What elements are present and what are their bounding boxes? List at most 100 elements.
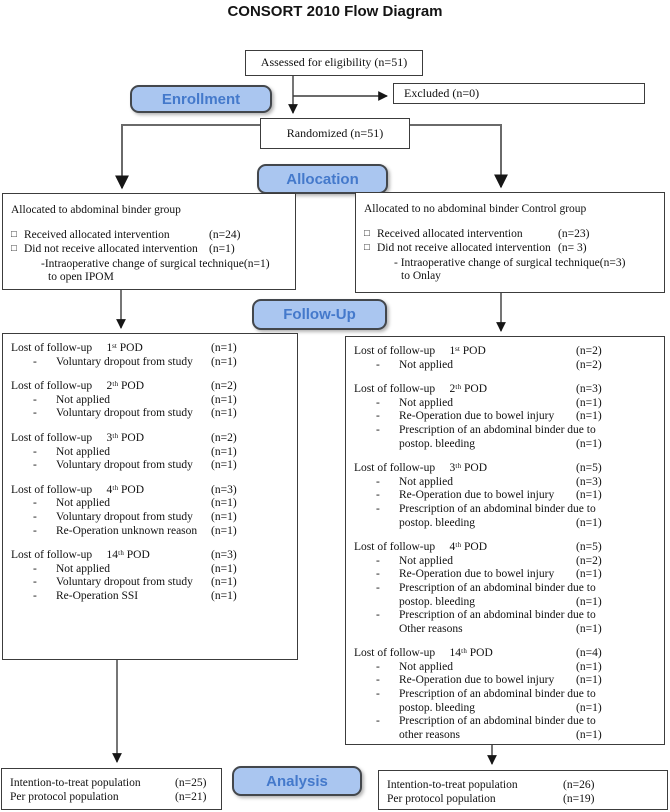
stage-label-followup: Follow-Up [252,299,387,330]
row-text: Not applied [399,358,453,371]
row-count: (n=1) [576,516,602,529]
row-count: (n=1) [211,355,237,368]
allocation-control-group-box: Allocated to no abdominal binder Control… [355,192,665,293]
text-row: -Prescription of an abdominal binder due… [354,582,656,596]
row-text: Received allocated intervention [377,227,523,240]
row-text: Lost of follow-up 1ˢᵗ POD [354,345,486,357]
followup-binder-group-box: Lost of follow-up 1ˢᵗ POD(n=1)-Voluntary… [2,333,298,660]
row-count: (n=1) [211,576,237,589]
text-row: Lost of follow-up 1ˢᵗ POD(n=1) [11,342,289,356]
text-row: - Intraoperative change of surgical tech… [364,257,656,271]
analysis-binder-group-box: Intention-to-treat population(n=25)Per p… [1,768,222,810]
assessed-eligibility-box: Assessed for eligibility (n=51) [245,50,423,76]
row-text: Did not receive allocated intervention [377,242,551,255]
text-row: □Received allocated intervention(n=24) [11,229,287,244]
text-row: Lost of follow-up 3ᵗʰ POD(n=5) [354,462,656,476]
text-row: -Voluntary dropout from study(n=1) [11,511,289,525]
row-text: Re-Operation SSI [56,589,139,602]
dash-bullet: - [376,410,380,423]
row-text: Not applied [56,445,110,458]
dash-bullet: - [376,581,380,594]
dash-bullet: - [376,715,380,728]
text-row: postop. bleeding(n=1) [354,438,656,452]
text-row: -Not applied(n=3) [354,476,656,490]
row-count: (n=1) [211,342,237,354]
text-row: -Intraoperative change of surgical techn… [11,258,287,272]
text-row: - Not applied (n=2) [354,359,656,373]
row-text: Not applied [56,497,110,510]
row-text: Not applied [399,554,453,567]
row-count: (n=2) [576,358,602,371]
row-count: (n=21) [175,790,207,803]
text-row: postop. bleeding(n=1) [354,517,656,531]
row-count: (n=1) [211,393,237,406]
dash-bullet: - [33,524,37,537]
arrow-randomized-to-control-group [410,124,508,189]
row-text: Prescription of an abdominal binder due … [399,502,596,515]
row-count: (n=2) [576,554,602,567]
dash-bullet: - [33,576,37,589]
text-row: Intention-to-treat population(n=25) [10,777,213,791]
text-row: -Prescription of an abdominal binder due… [354,503,656,517]
row-text: Voluntary dropout from study [56,576,193,589]
text-row: -Prescription of an abdominal binder due… [354,688,656,702]
text-row: Lost of follow-up 2ᵗʰ POD(n=2) [11,380,289,394]
row-text: Prescription of an abdominal binder due … [399,715,596,728]
row-count: (n=1) [576,595,602,608]
followup-control-group-box: Lost of follow-up 1ˢᵗ POD(n=2)-Not appli… [345,336,665,745]
dash-bullet: - [33,497,37,510]
text-row: Per protocol population(n=19) [387,793,659,807]
dash-bullet: - [376,396,380,409]
row-count: (n=1) [211,510,237,523]
dash-bullet: - [376,358,380,371]
row-text: Lost of follow-up 3ᵗʰ POD [11,431,145,444]
stage-label-analysis: Analysis [232,766,362,796]
row-text: Re-Operation due to bowel injury [399,568,555,581]
dash-bullet: - [33,407,37,420]
row-text: Not applied [399,396,453,409]
text-row: Lost of follow-up 1ˢᵗ POD(n=2) [354,345,656,359]
row-count: (n=1) [211,407,237,420]
text-row: -Not applied(n=1) [11,497,289,511]
row-text: Lost of follow-up 2ᵗʰ POD [11,380,145,393]
text-row: Lost of follow-up 3ᵗʰ POD (n=2) [11,432,289,446]
row-text: Intention-to-treat population [387,779,518,791]
row-text: Intention-to-treat population [10,777,141,789]
row-text: Per protocol population [387,792,496,805]
text-row: to Onlay [364,270,656,284]
excluded-box: Excluded (n=0) [393,83,645,104]
text-row: Allocated to abdominal binder group [11,204,287,218]
row-count: (n=1) [576,728,602,741]
text-row: other reasons(n=1) [354,729,656,743]
row-text: Not applied [399,475,453,488]
dash-bullet: - [376,660,380,673]
row-text: Did not receive allocated intervention [24,243,198,256]
text-row: postop. bleeding(n=1) [354,702,656,716]
row-count: (n=1) [211,589,237,602]
analysis-control-group-box: Intention-to-treat population (n=26) Per p… [378,770,668,810]
text-row: Lost of follow-up 4ᵗʰ POD(n=5) [354,541,656,555]
text-row: -Not applied(n=1) [11,563,289,577]
row-count: (n=1) [576,674,602,687]
row-text: Lost of follow-up 4ᵗʰ POD [11,483,145,496]
row-text: - Intraoperative change of surgical tech… [394,256,600,269]
text-row: -Re-Operation due to bowel injury(n=1) [354,674,656,688]
row-count: (n=2) [211,431,237,444]
row-count: (n=1) [211,459,237,472]
text-row: -Re-Operation unknown reason(n=1) [11,525,289,539]
row-count: (n=3) [211,549,237,562]
row-count: (n=23) [558,227,590,240]
row-text: Not applied [56,393,110,406]
randomized-box: Randomized (n=51) [260,118,410,149]
row-text: postop. bleeding [399,595,476,608]
text-row: -Voluntary dropout from study(n=1) [11,407,289,421]
row-count: (n=26) [563,779,595,791]
row-count: (n=5) [576,462,602,475]
row-count: (n=5) [576,541,602,554]
row-text: Prescription of an abdominal binder due … [399,609,596,622]
text-row: Allocated to no abdominal binder Control… [364,203,656,217]
row-count: (n=3) [576,383,602,396]
text-row: -Not applied(n=2) [354,555,656,569]
dash-bullet: - [33,445,37,458]
